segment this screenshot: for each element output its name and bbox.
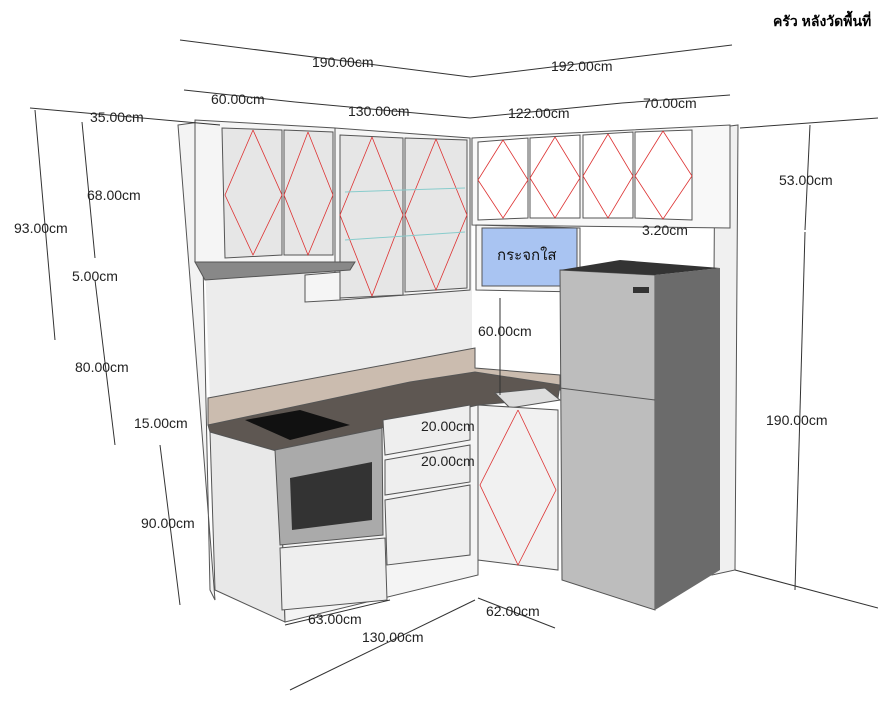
dim-upper-right-b: 70.00cm: [643, 95, 697, 111]
dimension-lines: [29, 39, 878, 691]
refrigerator: [559, 260, 720, 611]
dim-base-depth-right: 62.00cm: [486, 603, 540, 619]
dim-drawer-2: 20.00cm: [421, 453, 475, 469]
dim-base-depth-left: 63.00cm: [308, 611, 362, 627]
upper-right-cabinets: [471, 124, 731, 229]
dim-drawer-1: 20.00cm: [421, 418, 475, 434]
dim-glass-to-counter: 60.00cm: [478, 323, 532, 339]
dimension-labels: 190.00cm 192.00cm 60.00cm 130.00cm 122.0…: [14, 54, 833, 645]
dim-base-height: 90.00cm: [141, 515, 195, 531]
dim-base-width: 130.00cm: [362, 629, 423, 645]
dim-top-right-total: 192.00cm: [551, 58, 612, 74]
dim-total-upper: 93.00cm: [14, 220, 68, 236]
sink: [493, 387, 562, 409]
dim-right-upper-height: 53.00cm: [779, 172, 833, 188]
range-hood: [194, 261, 356, 303]
cooktop: [245, 410, 350, 440]
glass-label: กระจกใส: [497, 246, 557, 264]
upper-left-cabinets: [194, 119, 471, 301]
dim-upper-left-a: 60.00cm: [211, 91, 265, 107]
dim-fridge-height: 190.00cm: [766, 412, 827, 428]
dim-upper-depth: 35.00cm: [90, 109, 144, 125]
dim-upper-height: 68.00cm: [87, 187, 141, 203]
drawing-title: ครัว หลังวัดพื้นที่: [773, 10, 871, 29]
dim-upper-right-a: 122.00cm: [508, 105, 569, 121]
dim-counter-step: 15.00cm: [134, 415, 188, 431]
glass-cabinet: กระจกใส: [475, 224, 581, 293]
dim-glass-gap: 3.20cm: [642, 222, 688, 238]
dim-backsplash-height: 80.00cm: [75, 359, 129, 375]
dim-upper-left-b: 130.00cm: [348, 103, 409, 119]
dim-hood-gap: 5.00cm: [72, 268, 118, 284]
base-cabinets: [209, 404, 559, 623]
dim-top-left-total: 190.00cm: [312, 54, 373, 70]
